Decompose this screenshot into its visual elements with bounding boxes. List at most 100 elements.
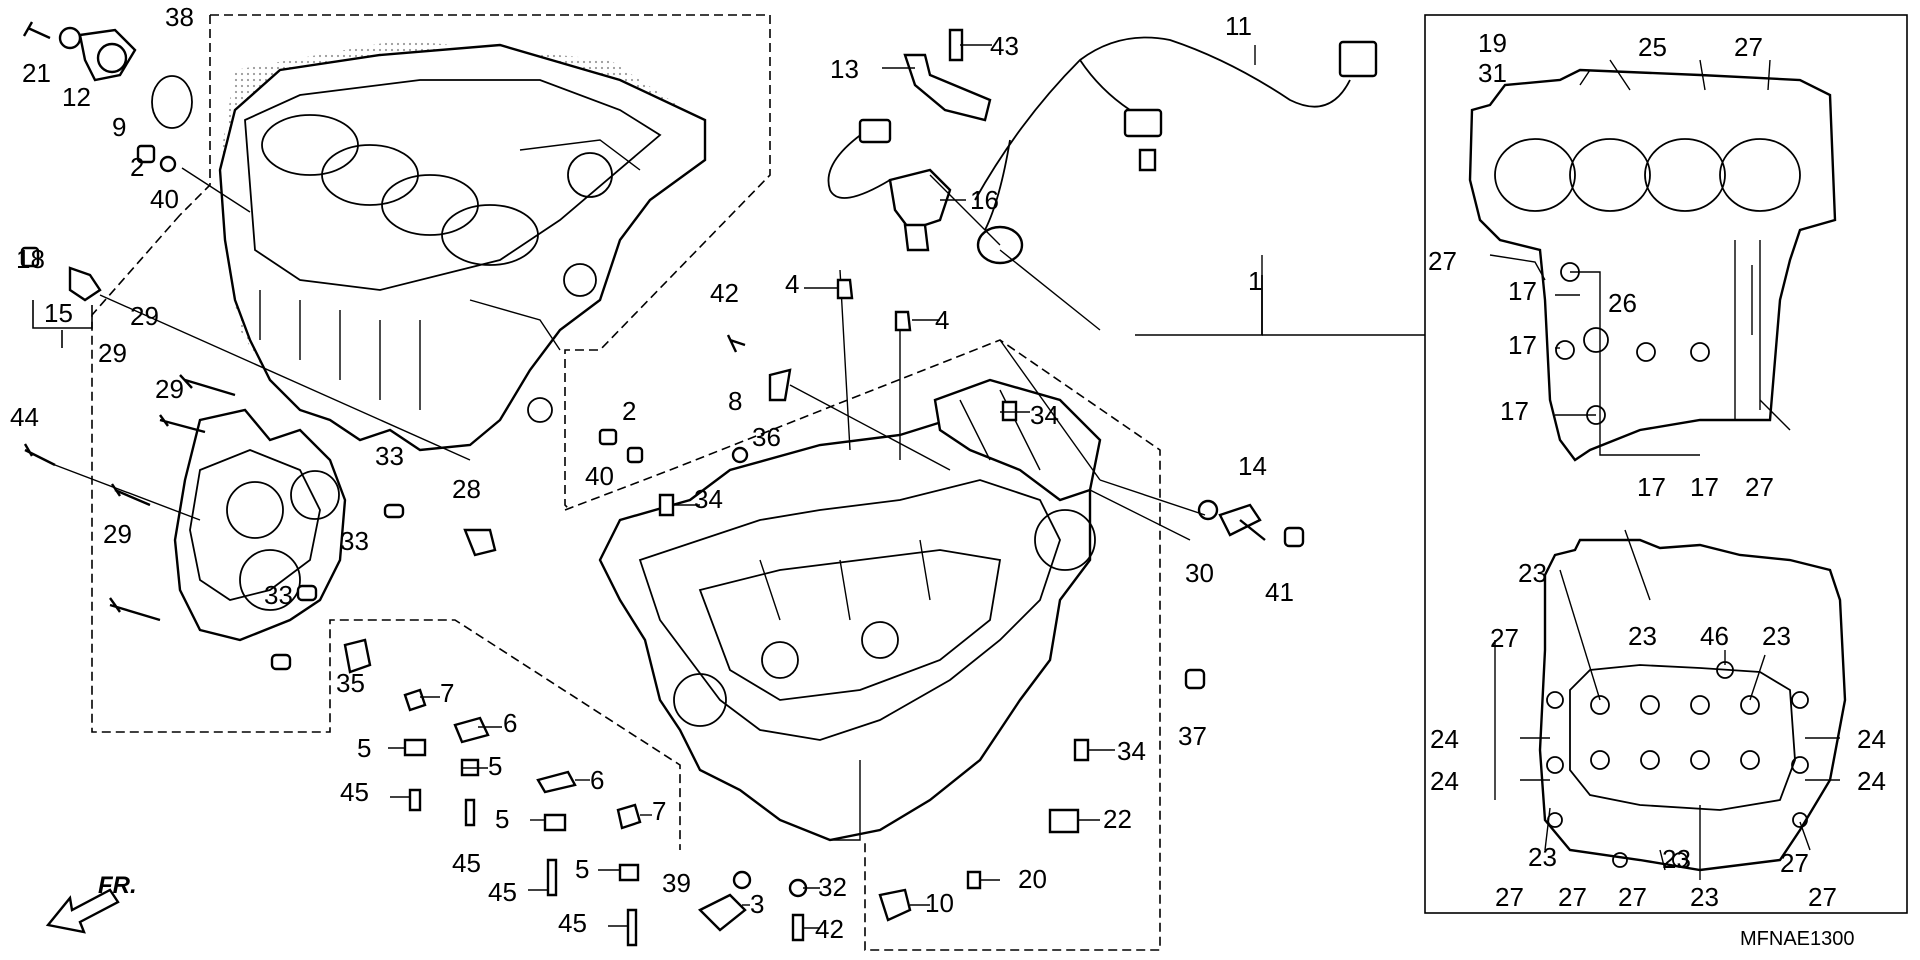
callout-c33b: 33	[340, 526, 369, 556]
callout-c27g: 27	[1618, 882, 1647, 912]
callout-c9: 9	[112, 112, 126, 142]
callout-c10: 10	[925, 888, 954, 918]
left-cover-group	[23, 214, 681, 850]
callout-c4b: 4	[935, 305, 949, 335]
callout-c27d: 27	[1490, 623, 1519, 653]
callout-c42a: 42	[710, 278, 739, 308]
callout-c27b: 27	[1428, 246, 1457, 276]
callout-c2a: 2	[130, 152, 144, 182]
callout-c24a: 24	[1430, 724, 1459, 754]
callout-c7a: 7	[440, 678, 454, 708]
callout-c41: 41	[1265, 577, 1294, 607]
callout-c40a: 40	[150, 184, 179, 214]
callout-c23a: 23	[1518, 558, 1547, 588]
parts-28-2-40	[598, 428, 644, 464]
callout-c23d: 23	[1528, 842, 1557, 872]
callout-c28: 28	[452, 474, 481, 504]
callout-c32: 32	[818, 872, 847, 902]
callout-c6a: 6	[503, 708, 517, 738]
callout-c33c: 33	[264, 580, 293, 610]
callout-c40b: 40	[585, 461, 614, 491]
callout-c45b: 45	[452, 848, 481, 878]
callout-c26: 26	[1608, 288, 1637, 318]
callout-c37: 37	[1178, 721, 1207, 751]
callout-c23e: 23	[1662, 844, 1691, 874]
callout-c44: 44	[10, 402, 39, 432]
callout-c24b: 24	[1430, 766, 1459, 796]
callout-c17b: 17	[1508, 330, 1537, 360]
middle-small-parts	[658, 278, 1090, 762]
callout-c29b: 29	[98, 338, 127, 368]
callout-c27c: 27	[1745, 472, 1774, 502]
callout-c7b: 7	[652, 796, 666, 826]
callout-c42b: 42	[815, 914, 844, 944]
callout-c4a: 4	[785, 269, 799, 299]
lower-crankcase	[564, 269, 1191, 951]
callout-c22: 22	[1103, 804, 1132, 834]
callout-c33a: 33	[375, 441, 404, 471]
callout-c23f: 23	[1690, 882, 1719, 912]
callout-c19: 19	[1478, 28, 1507, 58]
callout-c1: 1	[1248, 266, 1262, 296]
callout-c36: 36	[752, 422, 781, 452]
diagram-code: MFNAE1300	[1740, 928, 1855, 950]
callout-c27h: 27	[1780, 848, 1809, 878]
callout-c31: 31	[1478, 58, 1507, 88]
callout-c12: 12	[62, 82, 91, 112]
callout-c17c: 17	[1500, 396, 1529, 426]
callout-c5a: 5	[357, 733, 371, 763]
crankcase-set-inset	[1135, 14, 1908, 914]
callout-c27e: 27	[1495, 882, 1524, 912]
callout-c5c: 5	[495, 804, 509, 834]
callout-c34a: 34	[694, 484, 723, 514]
front-direction-label: FR.	[98, 872, 137, 899]
leader-lines	[388, 44, 1840, 929]
callout-c39: 39	[662, 868, 691, 898]
callout-c20: 20	[1018, 864, 1047, 894]
drain-parts	[697, 760, 1080, 942]
callout-c30: 30	[1185, 558, 1214, 588]
callout-c5d: 5	[575, 854, 589, 884]
oil-jet-brackets	[403, 688, 642, 947]
parts-14-30-41-37	[1099, 479, 1305, 690]
callout-c18: 18	[16, 244, 45, 274]
front-direction-arrow	[45, 888, 120, 934]
callout-c45c: 45	[488, 877, 517, 907]
callout-c23c: 23	[1762, 621, 1791, 651]
callout-c23b: 23	[1628, 621, 1657, 651]
upper-crankcase	[179, 14, 771, 511]
callout-c35: 35	[336, 668, 365, 698]
callout-c46: 46	[1700, 621, 1729, 651]
callout-c15: 15	[44, 298, 73, 328]
callout-c3: 3	[750, 889, 764, 919]
callout-c17d: 17	[1637, 472, 1666, 502]
callout-c27f: 27	[1558, 882, 1587, 912]
callout-c6b: 6	[590, 765, 604, 795]
sensor-15	[20, 246, 471, 461]
callout-c2b: 2	[622, 396, 636, 426]
callout-c17a: 17	[1508, 276, 1537, 306]
callout-c29d: 29	[103, 519, 132, 549]
callout-c13: 13	[830, 54, 859, 84]
callout-c34b: 34	[1030, 400, 1059, 430]
callout-c5b: 5	[488, 751, 502, 781]
callout-c11: 11	[1225, 11, 1252, 41]
callout-c29a: 29	[130, 301, 159, 331]
callout-c24c: 24	[1857, 724, 1886, 754]
callout-c17e: 17	[1690, 472, 1719, 502]
callout-c29c: 29	[155, 374, 184, 404]
callout-c24d: 24	[1857, 766, 1886, 796]
callout-c16: 16	[970, 185, 999, 215]
callout-c25: 25	[1638, 32, 1667, 62]
callout-c45d: 45	[558, 908, 587, 938]
callout-c38: 38	[165, 2, 194, 32]
sensor-harness-parts	[827, 28, 1378, 331]
oil-pressure-parts	[22, 21, 251, 213]
callout-c34c: 34	[1117, 736, 1146, 766]
callout-c27i: 27	[1808, 882, 1837, 912]
callout-c21: 21	[22, 58, 51, 88]
callout-c43: 43	[990, 31, 1019, 61]
